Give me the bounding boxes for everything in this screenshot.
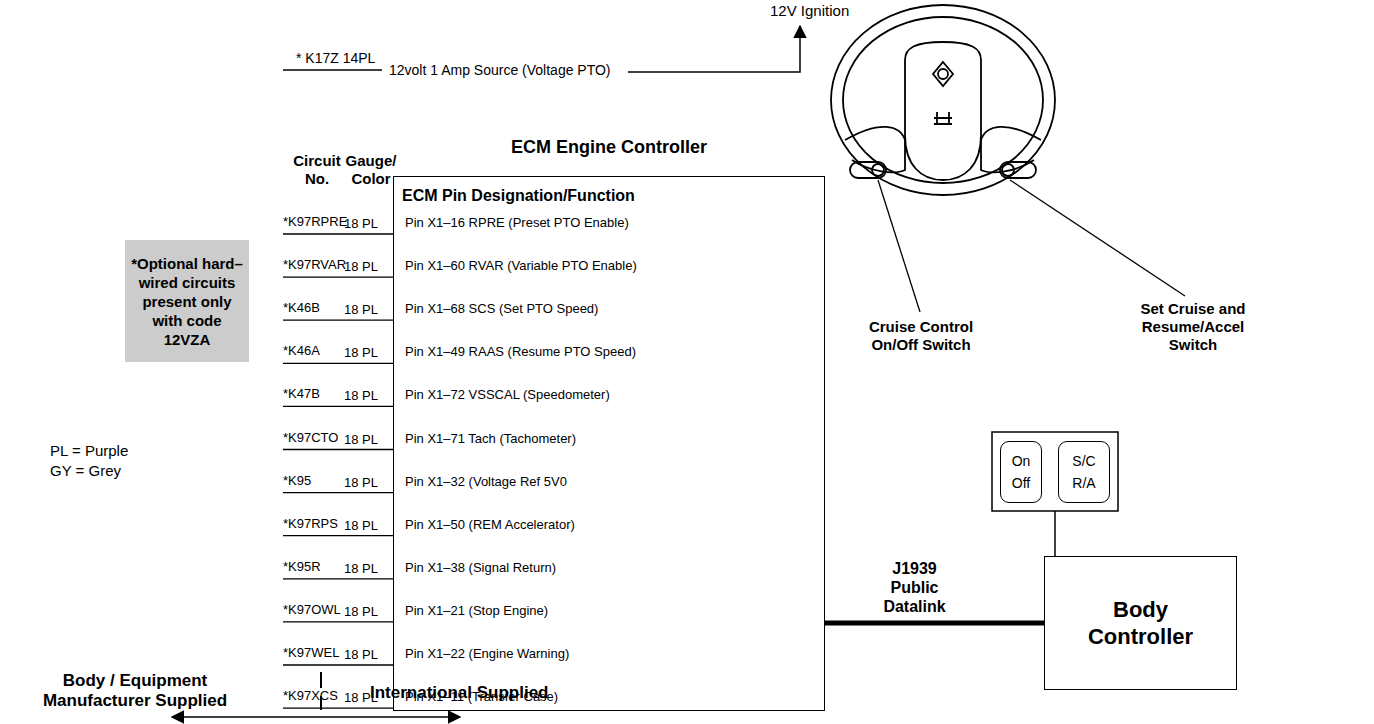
circuit-number: *K46B — [283, 300, 320, 316]
color-key: PL = Purple — [50, 442, 128, 460]
note-box: *Optional hard–wired circuits present on… — [125, 240, 249, 362]
callout-label: Set Cruise and Resume/Accel Switch — [1137, 300, 1249, 354]
ecm-box: ECM Engine ControllerECM Pin Designation… — [393, 176, 825, 711]
leader-line — [878, 180, 920, 312]
wire-gauge: 18 PL — [344, 388, 378, 404]
logo-diamond — [933, 62, 953, 86]
switch-position: On — [1012, 450, 1031, 472]
circuit-wire — [283, 492, 393, 493]
circuit-number: *K97XCS — [283, 688, 338, 704]
callout-label: Cruise Control On/Off Switch — [855, 318, 987, 354]
note-label: 12V Ignition — [770, 2, 849, 20]
circuit-wire — [283, 320, 393, 321]
lever-knob — [872, 164, 884, 176]
pin-function: Pin X1–50 (REM Accelerator) — [405, 517, 575, 532]
wire-gauge: 18 PL — [344, 604, 378, 620]
lever-knob — [1002, 164, 1014, 176]
wheel-hub — [905, 42, 981, 180]
controller-box: Body Controller — [1044, 556, 1237, 690]
pin-function: Pin X1–32 (Voltage Ref 5V0 — [405, 474, 567, 489]
table-heading: ECM Pin Designation/Function — [402, 187, 635, 205]
horn-symbol — [934, 112, 952, 124]
column-heading: Circuit No. — [289, 152, 345, 188]
circuit-number: *K97WEL — [283, 645, 339, 661]
column-heading: Gauge/ Color — [342, 152, 400, 188]
circuit-number: *K97OWL — [283, 602, 341, 618]
wire-gauge: 18 PL — [344, 518, 378, 534]
wheel-rim — [831, 5, 1055, 195]
edge-label: J1939 Public Datalink — [875, 559, 955, 616]
steering-wheel — [831, 5, 1055, 195]
wheel-rim — [843, 17, 1043, 183]
circuit-wire — [283, 621, 393, 622]
pin-function: Pin X1–16 RPRE (Preset PTO Enable) — [405, 215, 629, 230]
leader-line — [1010, 180, 1185, 296]
box-label: Body Controller — [1066, 596, 1216, 650]
note-label: International Supplied — [370, 683, 549, 703]
pin-function: Pin X1–21 (Stop Engine) — [405, 603, 548, 618]
wire-gauge: 18 PL — [344, 432, 378, 448]
circuit-number: *K95 — [283, 473, 311, 489]
circuit-number: *K46A — [283, 343, 320, 359]
circuit-wires — [283, 234, 393, 708]
color-key: GY = Grey — [50, 462, 121, 480]
wire — [1054, 511, 1056, 556]
circuit-wire — [283, 276, 393, 277]
switch-position: S/C — [1072, 450, 1095, 472]
logo-dot — [938, 69, 948, 79]
note-label: 12volt 1 Amp Source (Voltage PTO) — [389, 62, 611, 79]
switch-box: S/CR/A — [1058, 441, 1110, 503]
pin-function: Pin X1–49 RAAS (Resume PTO Speed) — [405, 344, 636, 359]
circuit-wire — [283, 406, 393, 407]
wire-gauge: 18 PL — [344, 216, 378, 232]
supply-arrow — [172, 716, 460, 718]
circuit-number: *K95R — [283, 559, 321, 575]
circuit-wire — [283, 233, 393, 234]
wire-gauge: 18 PL — [344, 302, 378, 318]
circuit-wire — [283, 363, 393, 364]
wire-gauge: 18 PL — [344, 647, 378, 663]
note-label: Body / Equipment Manufacturer Supplied — [10, 671, 260, 711]
circuit-number: *K97RVAR — [283, 257, 346, 273]
cruise-lever — [1000, 162, 1036, 178]
wire-gauge: 18 PL — [344, 561, 378, 577]
circuit-number: *K97RPS — [283, 516, 338, 532]
switch-position: Off — [1012, 472, 1030, 494]
pin-function: Pin X1–71 Tach (Tachometer) — [405, 431, 576, 446]
switch-panel — [992, 432, 1118, 511]
note-label: * K17Z 14PL — [296, 50, 375, 67]
pin-function: Pin X1–72 VSSCAL (Speedometer) — [405, 387, 610, 402]
divider-dash — [320, 672, 322, 688]
pin-function: Pin X1–38 (Signal Return) — [405, 560, 556, 575]
circuit-number: *K97CTO — [283, 430, 338, 446]
note-text: *Optional hard–wired circuits present on… — [125, 254, 249, 349]
switch-box: OnOff — [1000, 441, 1042, 503]
pin-function: Pin X1–22 (Engine Warning) — [405, 646, 569, 661]
wire-gauge: 18 PL — [344, 259, 378, 275]
wire-gauge: 18 PL — [344, 345, 378, 361]
wire-gauge: 18 PL — [344, 475, 378, 491]
circuit-wire — [283, 707, 393, 708]
pin-function: Pin X1–68 SCS (Set PTO Speed) — [405, 301, 598, 316]
circuit-wire — [283, 449, 393, 450]
pin-function: Pin X1–60 RVAR (Variable PTO Enable) — [405, 258, 637, 273]
circuit-number: *K47B — [283, 386, 320, 402]
switch-position: R/A — [1072, 472, 1095, 494]
datalink-line — [825, 621, 1044, 626]
component-title: ECM Engine Controller — [394, 137, 824, 158]
circuit-wire — [283, 664, 393, 665]
circuit-wire — [283, 578, 393, 579]
cruise-lever — [850, 162, 886, 178]
circuit-number: *K97RPRE — [283, 214, 347, 230]
ignition-wire — [628, 26, 800, 72]
wire — [283, 69, 382, 71]
circuit-wire — [283, 535, 393, 536]
